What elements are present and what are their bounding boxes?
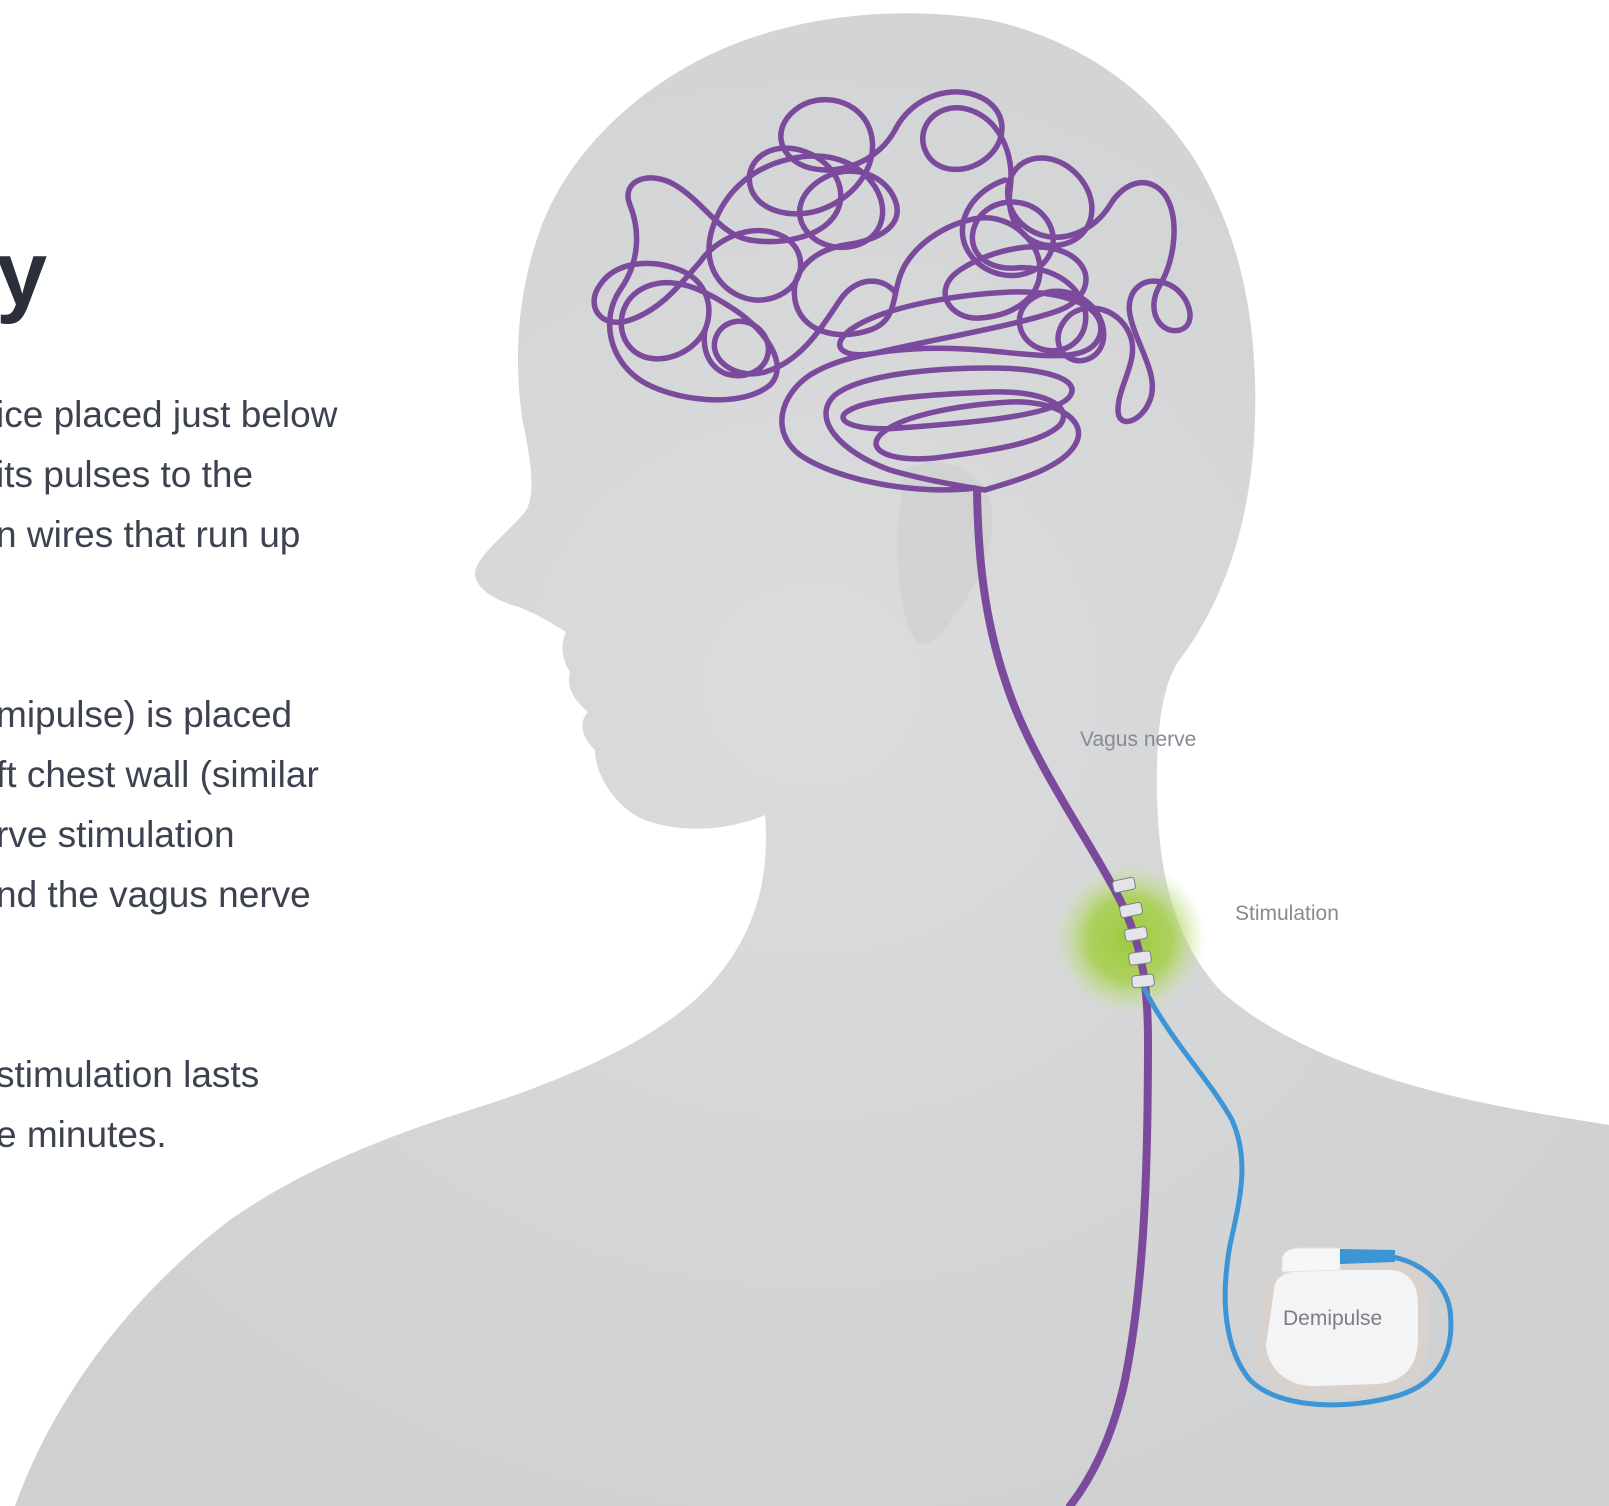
paragraph-3-line-1: stimulation lasts	[0, 1045, 259, 1105]
paragraph-demipulse: mipulse) is placed ft chest wall (simila…	[0, 685, 319, 925]
paragraph-2-line-2: ft chest wall (similar	[0, 745, 319, 805]
section-heading: y	[0, 228, 47, 320]
vagus-nerve-label: Vagus nerve	[1080, 729, 1196, 750]
paragraph-stimulation-duration: stimulation lasts e minutes.	[0, 1045, 259, 1165]
paragraph-device-placement: ice placed just below its pulses to the …	[0, 385, 337, 565]
paragraph-2-line-3: rve stimulation	[0, 805, 319, 865]
paragraph-1-line-3: n wires that run up	[0, 505, 337, 565]
paragraph-3-line-2: e minutes.	[0, 1105, 259, 1165]
paragraph-1-line-1: ice placed just below	[0, 385, 337, 445]
paragraph-2-line-1: mipulse) is placed	[0, 685, 319, 745]
stimulation-label: Stimulation	[1235, 903, 1339, 924]
demipulse-label: Demipulse	[1283, 1308, 1382, 1329]
paragraph-2-line-4: nd the vagus nerve	[0, 865, 319, 925]
paragraph-1-line-2: its pulses to the	[0, 445, 337, 505]
